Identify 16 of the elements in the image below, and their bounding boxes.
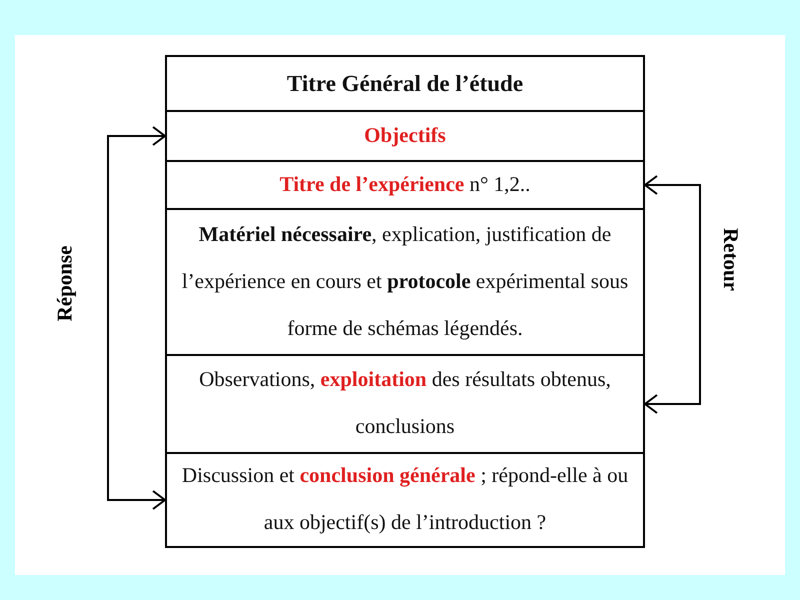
bracket-arrow bbox=[107, 126, 166, 510]
results-row bbox=[165, 354, 645, 454]
row-text: Matériel nécessaire, explication, justification de l’expérience en cours et protocole expérimental sous forme de schémas légendés. bbox=[180, 220, 630, 342]
row-text: Objectifs bbox=[363, 122, 447, 148]
title-row bbox=[165, 55, 645, 112]
bracket-arrow bbox=[644, 175, 701, 414]
edge-label: Réponse bbox=[52, 245, 78, 321]
objectives-row bbox=[165, 110, 645, 162]
edge-label: Retour bbox=[718, 228, 742, 291]
heading: Titre Général de l’étude bbox=[286, 70, 524, 98]
row-text: Observations, exploitation des résultats obtenus, conclusions bbox=[198, 366, 612, 440]
method-row bbox=[165, 208, 645, 356]
row-text: Titre de l’expérience n° 1,2.. bbox=[278, 170, 532, 198]
row-text: Discussion et conclusion générale ; répond-elle à ou aux objectif(s) de l’introduction ? bbox=[180, 462, 630, 536]
experiment-title-row bbox=[165, 160, 645, 210]
discussion-row bbox=[165, 452, 645, 548]
